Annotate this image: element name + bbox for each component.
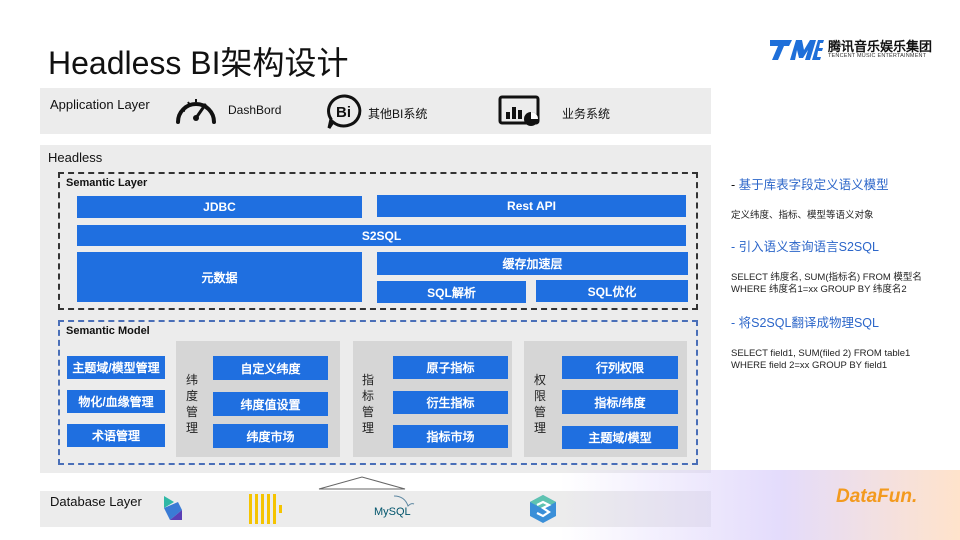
note-line: 定义纬度、指标、模型等语义对象: [731, 210, 874, 221]
sql-parse-box: SQL解析: [377, 281, 526, 303]
note-line: SELECT field1, SUM(filed 2) FROM table1: [731, 348, 911, 359]
jdbc-box: JDBC: [77, 196, 362, 218]
lineage-mgmt-box: 物化/血缘管理: [67, 390, 165, 413]
datafun-logo-text: DataFun.: [836, 486, 918, 507]
note-dash: -: [731, 240, 739, 254]
metadata-box: 元数据: [77, 252, 362, 302]
note-3: - 将S2SQL翻译成物理SQL SELECT field1, SUM(file…: [731, 312, 910, 372]
rest-api-box: Rest API: [377, 195, 686, 217]
metric-market-box: 指标市场: [393, 425, 508, 448]
note-2: - 引入语义查询语言S2SQL SELECT 纬度名, SUM(指标名) FRO…: [731, 236, 922, 296]
metric-group-title: 指标管理: [361, 373, 374, 435]
note-dash: -: [731, 316, 739, 330]
application-layer-label: Application Layer: [50, 97, 150, 112]
semantic-layer-box: [58, 172, 698, 310]
headless-label: Headless: [48, 150, 103, 165]
note-line: SELECT 纬度名, SUM(指标名) FROM 模型名: [731, 272, 922, 283]
app-item-label: DashBord: [228, 103, 282, 117]
cache-layer-box: 缓存加速层: [377, 252, 688, 275]
dimension-market-box: 纬度市场: [213, 424, 328, 448]
bottom-decoration: [560, 470, 960, 540]
svg-text:Bi: Bi: [336, 104, 351, 121]
mysql-icon: [393, 495, 415, 507]
tme-logo-en: TENCENT MUSIC ENTERTAINMENT: [828, 53, 927, 59]
app-item-label: 业务系统: [562, 107, 611, 121]
dimension-value-box: 纬度值设置: [213, 392, 328, 416]
subject-model-permission-box: 主题域/模型: [562, 426, 678, 449]
custom-dimension-box: 自定义纬度: [213, 356, 328, 380]
note-heading: - 将S2SQL翻译成物理SQL: [731, 316, 879, 330]
semantic-model-box: [58, 320, 698, 465]
tme-logo: 腾讯音乐娱乐集团 TENCENT MUSIC ENTERTAINMENT: [770, 36, 940, 66]
semantic-layer-label: Semantic Layer: [66, 177, 148, 189]
derived-metric-box: 衍生指标: [393, 391, 508, 414]
bi-chat-icon: Bi: [327, 94, 362, 129]
note-heading: - 引入语义查询语言S2SQL: [731, 240, 879, 254]
s2sql-box: S2SQL: [77, 225, 686, 246]
kylin-icon: [164, 496, 182, 520]
permission-group-title: 权限管理: [533, 373, 546, 435]
note-line: WHERE 纬度名1=xx GROUP BY 纬度名2: [731, 284, 907, 295]
up-arrow-icon: [318, 476, 406, 490]
glossary-mgmt-box: 术语管理: [67, 424, 165, 447]
clickhouse-icon: [249, 494, 282, 524]
note-heading: - 基于库表字段定义语义模型: [731, 178, 889, 192]
note-line: WHERE field 2=xx GROUP BY field1: [731, 360, 888, 371]
business-chart-icon: [498, 95, 540, 126]
subject-model-mgmt-box: 主题域/模型管理: [67, 356, 165, 379]
atomic-metric-box: 原子指标: [393, 356, 508, 379]
database-layer-label: Database Layer: [50, 494, 142, 509]
tme-logo-mark-icon: [770, 40, 824, 60]
semantic-model-label: Semantic Model: [66, 325, 150, 337]
note-1: - 基于库表字段定义语义模型 定义纬度、指标、模型等语义对象: [731, 174, 889, 222]
metric-dimension-permission-box: 指标/纬度: [562, 390, 678, 414]
datafun-logo: DataFun.: [836, 486, 917, 508]
application-layer-panel: [40, 88, 711, 134]
speedometer-icon: [176, 99, 216, 124]
starrocks-icon: [530, 495, 556, 523]
sql-optimize-box: SQL优化: [536, 280, 688, 302]
mysql-label: MySQL: [374, 506, 411, 518]
app-item-label: 其他BI系统: [368, 107, 428, 121]
row-col-permission-box: 行列权限: [562, 356, 678, 379]
note-dash: -: [731, 178, 739, 192]
dimension-group-title: 纬度管理: [185, 373, 198, 435]
tme-logo-cn: 腾讯音乐娱乐集团: [828, 39, 933, 54]
page-title: Headless BI架构设计: [48, 45, 349, 81]
